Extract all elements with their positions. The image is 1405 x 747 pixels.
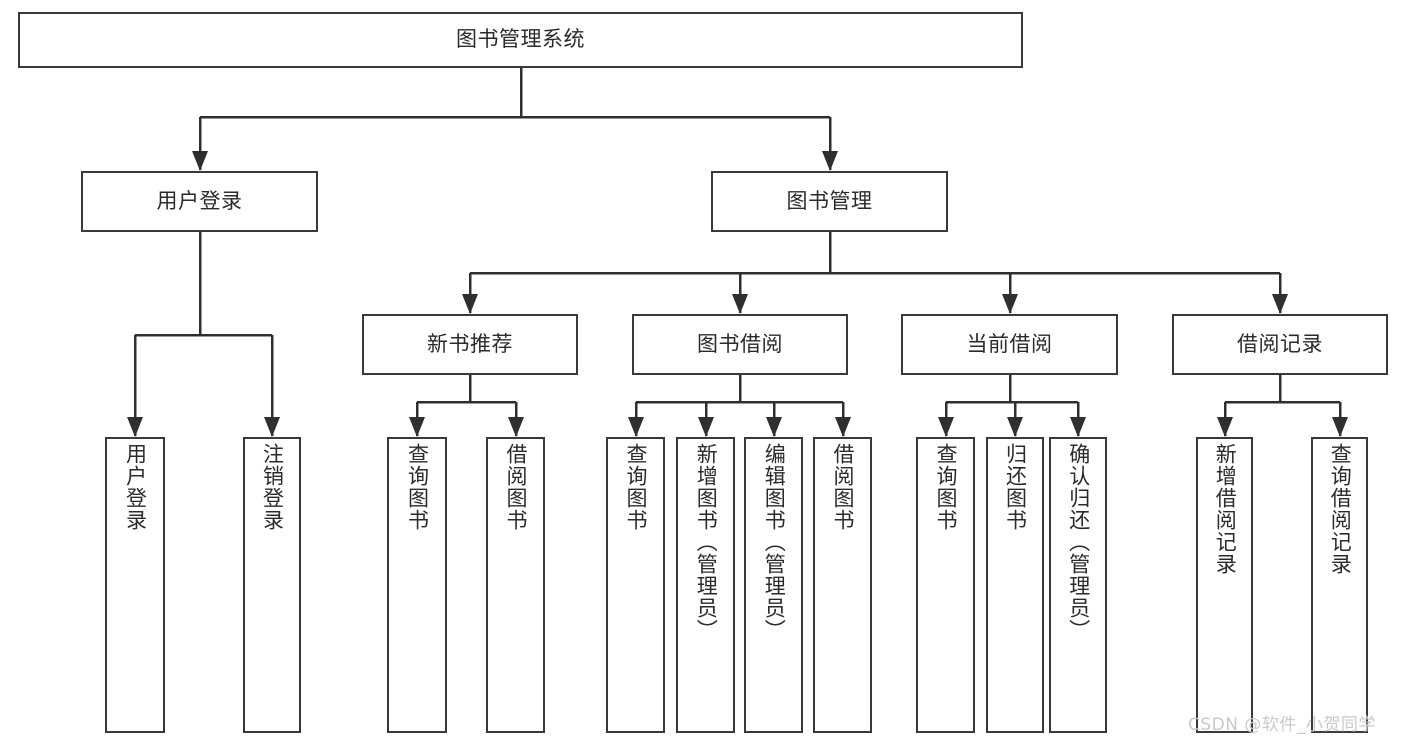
arrowhead-icon [462,294,478,314]
node-new-book-rec[interactable]: 新书推荐 [362,314,578,375]
arrowhead-icon [938,417,954,437]
node-leaf-rec-query[interactable]: 查询图书 [387,437,447,733]
node-label: 确认归还（管理员） [1066,443,1091,641]
node-label: 用户登录 [123,443,148,531]
node-label: 查询图书 [623,443,648,531]
node-label: 归还图书 [1003,443,1028,531]
arrowhead-icon [732,294,748,314]
node-leaf-cb-return[interactable]: 归还图书 [986,437,1044,733]
arrowhead-icon [822,151,838,171]
arrowhead-icon [508,417,524,437]
arrowhead-icon [409,417,425,437]
node-label: 图书管理 [786,188,873,213]
arrowhead-icon [1217,417,1233,437]
node-leaf-bb-edit[interactable]: 编辑图书（管理员） [744,437,803,733]
node-label: 查询图书 [405,443,430,531]
node-leaf-bb-query[interactable]: 查询图书 [606,437,665,733]
node-label: 编辑图书（管理员） [762,443,787,641]
arrowhead-icon [1272,294,1288,314]
node-label: 图书管理系统 [456,27,585,52]
node-label: 图书借阅 [697,331,783,356]
node-label: 借阅图书 [503,443,528,531]
node-label: 借阅记录 [1237,331,1323,356]
node-book-manage[interactable]: 图书管理 [711,171,948,232]
arrowhead-icon [192,151,208,171]
node-label: 新增图书（管理员） [694,443,719,641]
node-current-borrow[interactable]: 当前借阅 [901,314,1118,375]
node-borrow-record[interactable]: 借阅记录 [1172,314,1388,375]
node-leaf-cb-query[interactable]: 查询图书 [916,437,975,733]
node-user-login[interactable]: 用户登录 [81,171,318,232]
node-label: 当前借阅 [966,331,1053,356]
node-leaf-user-logout[interactable]: 注销登录 [243,437,301,733]
node-root[interactable]: 图书管理系统 [18,12,1023,68]
arrowhead-icon [1007,417,1023,437]
arrowhead-icon [835,417,851,437]
arrowhead-icon [698,417,714,437]
arrowhead-icon [127,417,143,437]
arrowhead-icon [264,417,280,437]
node-leaf-rec-borrow[interactable]: 借阅图书 [486,437,545,733]
node-label: 查询图书 [933,443,958,531]
node-leaf-bb-add[interactable]: 新增图书（管理员） [676,437,735,733]
arrowhead-icon [628,417,644,437]
node-leaf-cb-confirm[interactable]: 确认归还（管理员） [1049,437,1107,733]
node-leaf-user-login[interactable]: 用户登录 [105,437,165,733]
arrowhead-icon [1070,417,1086,437]
arrowhead-icon [766,417,782,437]
watermark-text: CSDN @软件_小贺同学 [1188,715,1376,735]
arrowhead-icon [1332,417,1348,437]
node-label: 查询借阅记录 [1328,443,1353,575]
node-label: 用户登录 [156,188,243,213]
arrowhead-icon [1002,294,1018,314]
node-label: 新书推荐 [427,331,513,356]
node-leaf-bb-borrow[interactable]: 借阅图书 [813,437,872,733]
node-label: 新增借阅记录 [1213,443,1238,575]
node-leaf-br-query[interactable]: 查询借阅记录 [1311,437,1368,733]
node-label: 注销登录 [260,443,285,531]
node-leaf-br-add[interactable]: 新增借阅记录 [1196,437,1253,733]
node-book-borrow[interactable]: 图书借阅 [632,314,848,375]
node-label: 借阅图书 [830,443,855,531]
